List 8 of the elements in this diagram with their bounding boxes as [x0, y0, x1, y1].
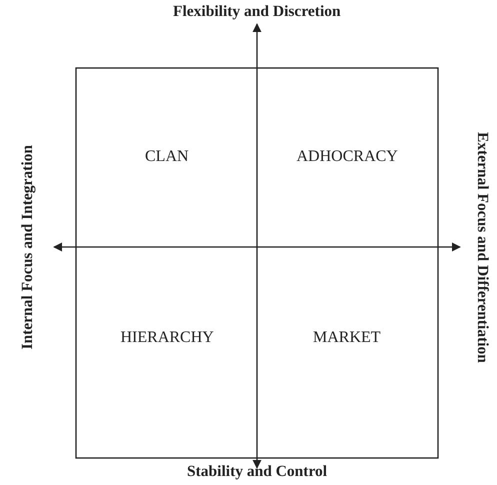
quadrant-label: MARKET: [313, 329, 381, 347]
quadrant-label: CLAN: [145, 148, 189, 166]
axis-label: Internal Focus and Integration: [19, 144, 37, 350]
axis-label: Stability and Control: [187, 463, 328, 481]
quadrant-label: HIERARCHY: [120, 329, 214, 347]
axis-label: Flexibility and Discretion: [173, 3, 341, 21]
quadrant-label: ADHOCRACY: [296, 148, 398, 166]
axis-label: External Focus and Differentiation: [473, 132, 491, 362]
